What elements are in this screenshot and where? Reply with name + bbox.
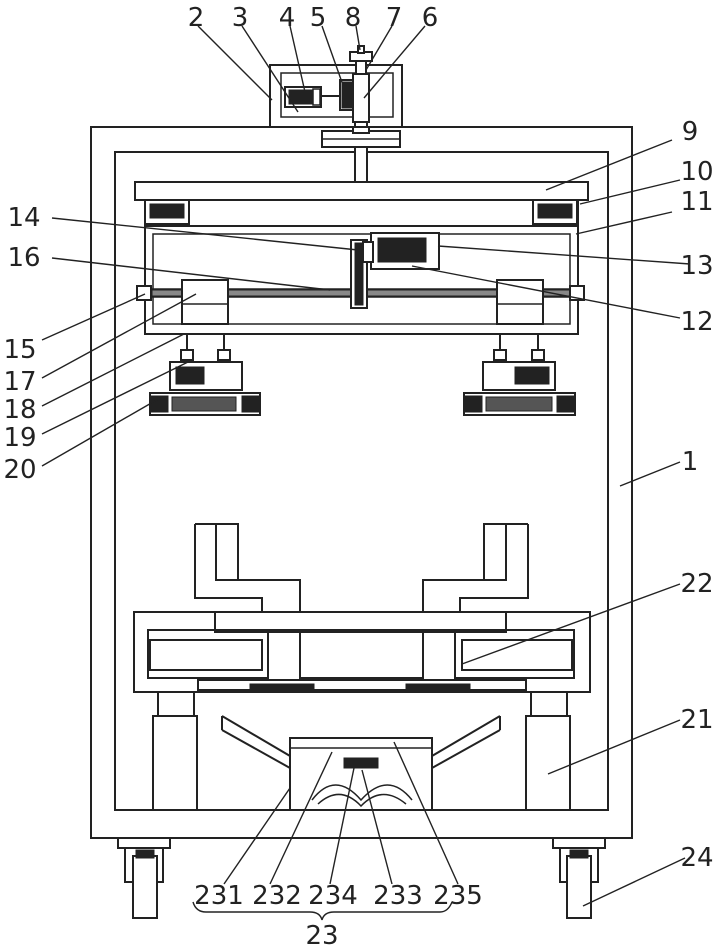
label-1: 1	[682, 447, 699, 477]
label-15: 15	[3, 335, 36, 365]
label-7: 7	[386, 3, 403, 33]
upper-plate	[135, 182, 588, 226]
label-23: 23	[305, 921, 338, 951]
label-20: 20	[3, 455, 36, 485]
label-19: 19	[3, 423, 36, 453]
label-12: 12	[680, 307, 713, 337]
work-table	[134, 612, 590, 692]
label-6: 6	[422, 3, 439, 33]
label-24: 24	[680, 843, 713, 873]
label-16: 16	[7, 243, 40, 273]
label-5: 5	[310, 3, 327, 33]
left-gripper	[150, 334, 260, 415]
lower-clamps	[195, 524, 528, 612]
label-9: 9	[682, 117, 699, 147]
label-10: 10	[680, 157, 713, 187]
collection-hopper	[222, 716, 500, 810]
label-234: 234	[308, 881, 358, 911]
label-22: 22	[680, 569, 713, 599]
moving-frame	[137, 226, 584, 334]
label-21: 21	[680, 705, 713, 735]
label-8: 8	[345, 3, 362, 33]
left-caster	[118, 838, 170, 918]
label-235: 235	[433, 881, 483, 911]
label-2: 2	[188, 3, 205, 33]
right-gripper	[464, 334, 575, 415]
label-231: 231	[194, 881, 244, 911]
right-caster	[553, 838, 605, 918]
label-233: 233	[373, 881, 423, 911]
label-18: 18	[3, 395, 36, 425]
label-4: 4	[279, 3, 296, 33]
label-3: 3	[232, 3, 249, 33]
label-11: 11	[680, 187, 713, 217]
label-14: 14	[7, 203, 40, 233]
label-17: 17	[3, 367, 36, 397]
label-232: 232	[252, 881, 302, 911]
label-13: 13	[680, 251, 713, 281]
